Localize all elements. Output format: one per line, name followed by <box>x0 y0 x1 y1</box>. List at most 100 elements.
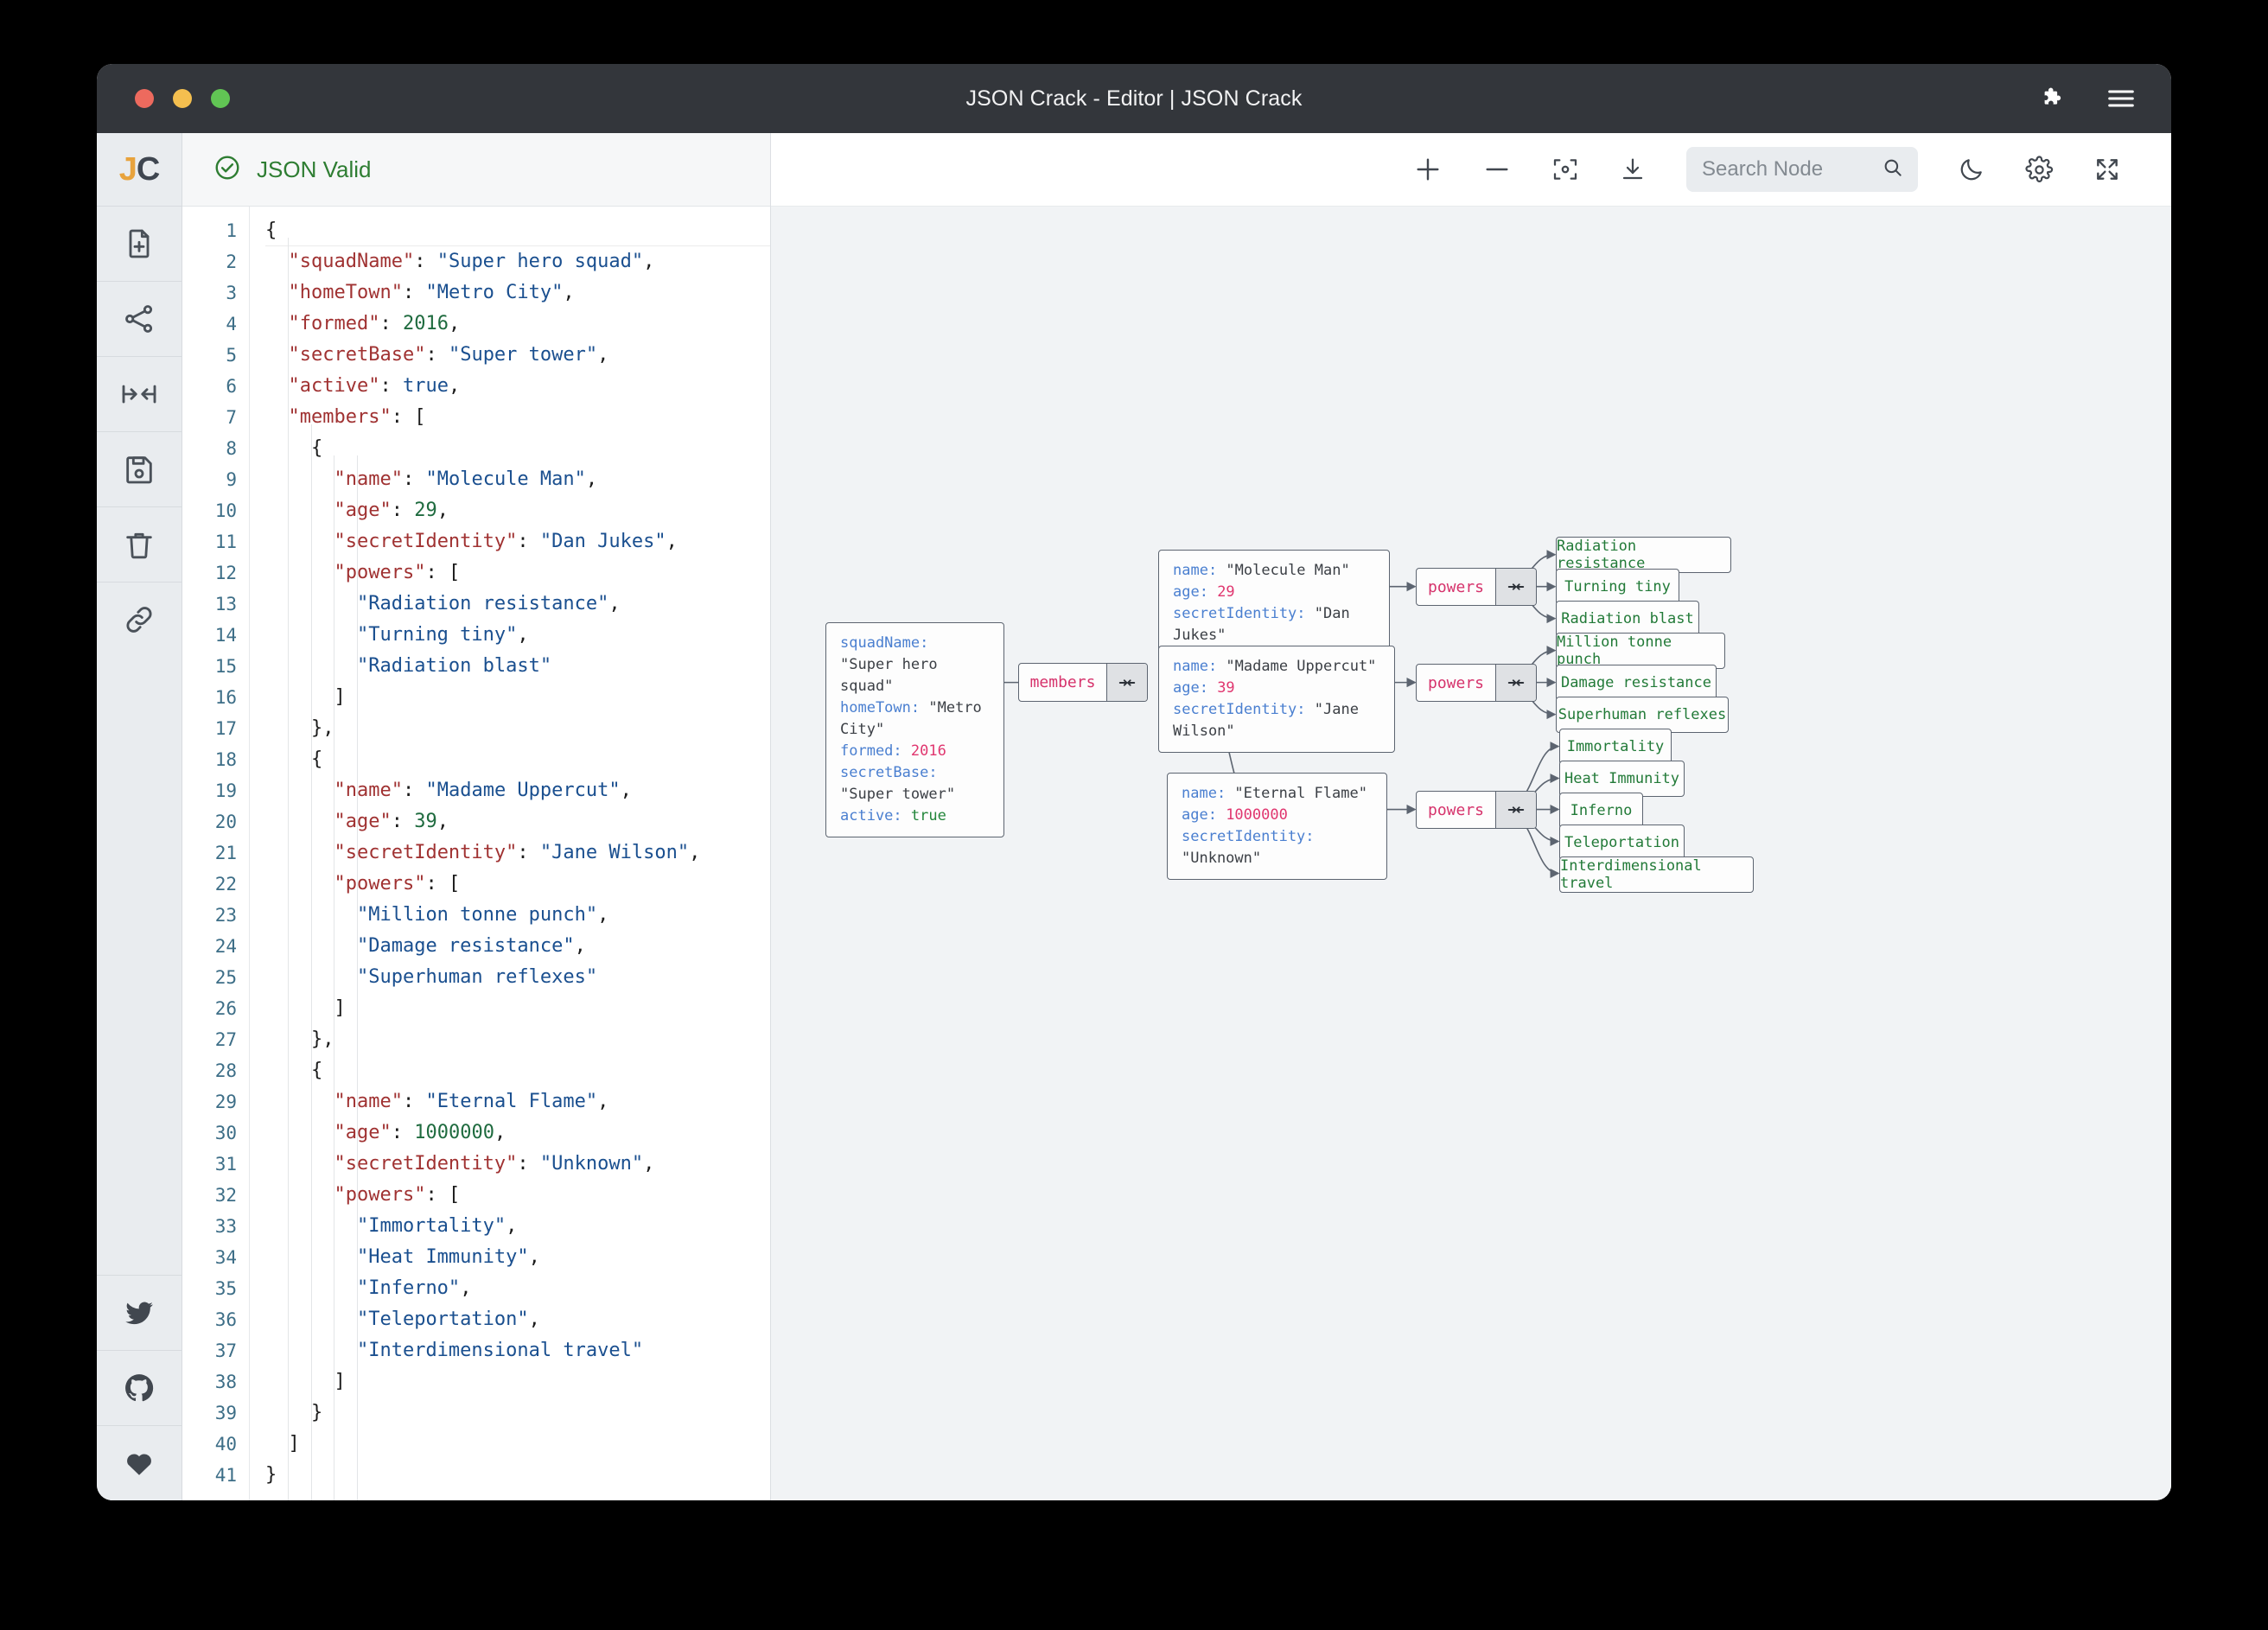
code-token: "powers" <box>334 873 426 895</box>
search-icon[interactable] <box>1882 156 1904 183</box>
code-line: "powers": [ <box>265 869 770 900</box>
search-input[interactable] <box>1700 156 1873 182</box>
graph-node-powers-1[interactable]: powers <box>1416 568 1537 606</box>
code-token: "age" <box>334 500 392 521</box>
sidebar-item-sponsor[interactable] <box>97 1425 182 1500</box>
collapse-icon[interactable] <box>1495 569 1536 605</box>
indent-guide <box>356 455 358 1500</box>
sidebar-item-github[interactable] <box>97 1350 182 1425</box>
indent-guide <box>310 424 312 1500</box>
puzzle-extension-icon[interactable] <box>2040 86 2066 111</box>
graph-leaf-teleportation[interactable]: Teleportation <box>1559 825 1685 861</box>
graph-node-members[interactable]: members <box>1018 663 1148 702</box>
code-token: true <box>402 375 449 397</box>
code-token: "powers" <box>334 562 426 583</box>
line-number: 27 <box>214 1029 237 1050</box>
code-token: "squadName" <box>288 251 415 272</box>
graph-canvas[interactable]: squadName: "Super hero squad"homeTown: "… <box>771 207 2171 1500</box>
code-line: { <box>265 744 770 775</box>
graph-leaf-radiation-resistance[interactable]: Radiation resistance <box>1556 537 1731 573</box>
sidebar-item-clear-document[interactable] <box>97 506 182 582</box>
line-number: 32 <box>214 1185 237 1206</box>
code-line: "name": "Madame Uppercut", <box>265 775 770 806</box>
sidebar-item-twitter[interactable] <box>97 1275 182 1350</box>
line-number: 31 <box>214 1154 237 1175</box>
graph-leaf-immortality[interactable]: Immortality <box>1559 729 1672 765</box>
code-content[interactable]: { "squadName": "Super hero squad", "home… <box>250 207 770 1500</box>
code-line: "Interdimensional travel" <box>265 1335 770 1366</box>
collapse-icon[interactable] <box>1495 665 1536 701</box>
collapse-icon[interactable] <box>1495 792 1536 828</box>
graph-leaf-turning-tiny[interactable]: Turning tiny <box>1556 569 1679 605</box>
code-token: : <box>414 251 437 272</box>
moon-icon[interactable] <box>1958 156 1985 183</box>
graph-node-value: "Metro City" <box>840 699 982 738</box>
graph-node-value: "Unknown" <box>1182 850 1262 867</box>
gear-icon[interactable] <box>2025 155 2054 184</box>
code-line: "Turning tiny", <box>265 620 770 651</box>
zoom-out-icon[interactable] <box>1482 155 1512 184</box>
sidebar-item-share-graph[interactable] <box>97 281 182 356</box>
code-token: "active" <box>288 375 380 397</box>
close-window-button[interactable] <box>135 89 154 108</box>
code-line: } <box>265 1398 770 1429</box>
code-line: ] <box>265 1429 770 1460</box>
line-number: 33 <box>214 1216 237 1237</box>
code-token: "Immortality" <box>356 1215 506 1237</box>
trash-icon <box>122 527 156 562</box>
hamburger-menu-icon[interactable] <box>2107 87 2135 110</box>
code-token: "formed" <box>288 313 380 334</box>
code-token: "Damage resistance" <box>356 935 575 957</box>
sidebar-item-copy-link[interactable] <box>97 582 182 657</box>
collapse-icon[interactable] <box>1106 664 1147 701</box>
graph-node-powers-3[interactable]: powers <box>1416 791 1537 829</box>
graph-leaf-radiation-blast[interactable]: Radiation blast <box>1556 601 1699 637</box>
code-token: { <box>310 437 323 459</box>
sidebar-item-save-file[interactable] <box>97 431 182 506</box>
code-token: { <box>265 220 277 241</box>
json-status-text: JSON Valid <box>257 156 372 182</box>
graph-node-value: "Super tower" <box>840 786 956 803</box>
graph-leaf-superhuman-reflexes[interactable]: Superhuman reflexes <box>1556 697 1729 733</box>
code-line: }, <box>265 713 770 744</box>
code-token: ] <box>334 1371 346 1392</box>
line-number: 16 <box>214 687 237 708</box>
code-line: "formed": 2016, <box>265 309 770 340</box>
minimize-window-button[interactable] <box>173 89 192 108</box>
graph-leaf-inferno[interactable]: Inferno <box>1559 793 1643 829</box>
code-token: "Teleportation" <box>356 1308 529 1330</box>
graph-leaf-interdimensional-travel[interactable]: Interdimensional travel <box>1559 856 1754 893</box>
fullscreen-icon[interactable] <box>2093 156 2121 183</box>
graph-node-powers-2[interactable]: powers <box>1416 664 1537 702</box>
code-token: "secretIdentity" <box>334 842 518 863</box>
graph-node-row: squadName: "Super hero squad" <box>840 633 990 697</box>
graph-node-key: formed: <box>840 742 911 760</box>
code-token: "Jane Wilson" <box>539 842 690 863</box>
line-number: 38 <box>214 1372 237 1392</box>
center-focus-icon[interactable] <box>1551 156 1579 183</box>
graph-node-root[interactable]: squadName: "Super hero squad"homeTown: "… <box>825 622 1004 837</box>
line-number: 39 <box>214 1403 237 1423</box>
graph-leaf-million-tonne-punch[interactable]: Million tonne punch <box>1556 633 1725 669</box>
sidebar-item-new-document[interactable] <box>97 206 182 281</box>
maximize-window-button[interactable] <box>211 89 230 108</box>
graph-leaf-heat-immunity[interactable]: Heat Immunity <box>1559 761 1685 797</box>
download-icon[interactable] <box>1619 156 1647 183</box>
code-token: , <box>436 811 449 832</box>
search-node-box[interactable] <box>1686 147 1918 192</box>
line-number: 14 <box>214 625 237 646</box>
zoom-in-icon[interactable] <box>1413 155 1443 184</box>
graph-leaf-damage-resistance[interactable]: Damage resistance <box>1556 665 1717 701</box>
sidebar-item-collapse-expand[interactable] <box>97 356 182 431</box>
code-token: ] <box>288 1433 300 1455</box>
code-token: "age" <box>334 1122 392 1143</box>
code-token: "Turning tiny" <box>356 624 518 646</box>
code-token: "Super tower" <box>448 344 598 366</box>
